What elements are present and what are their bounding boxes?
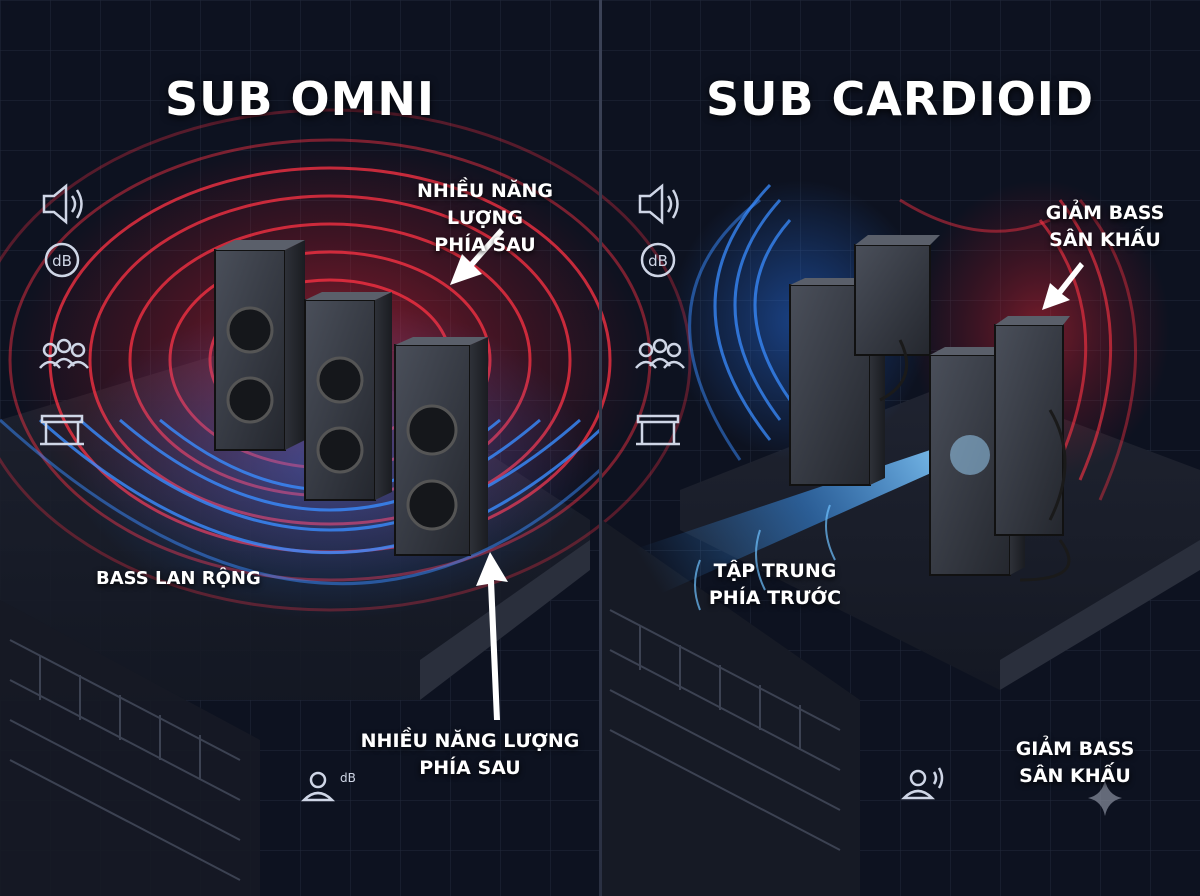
omni-stage-edge bbox=[420, 540, 590, 700]
omni-speaker-stack-1 bbox=[214, 240, 305, 451]
omni-arrow-top bbox=[450, 228, 504, 285]
db-icon: dB bbox=[44, 242, 80, 278]
omni-label-back-bottom-line1: NHIỀU NĂNG LƯỢNG bbox=[360, 730, 580, 752]
omni-speaker-stack-2 bbox=[304, 292, 392, 501]
cardioid-title: SUB CARDIOID bbox=[705, 72, 1095, 126]
panel-divider bbox=[599, 0, 602, 896]
stage-icon-right bbox=[636, 414, 680, 446]
omni-arrow-bottom bbox=[476, 552, 508, 720]
omni-label-spread: BASS LAN RỘNG bbox=[96, 568, 261, 589]
cardioid-audience-seats bbox=[609, 609, 841, 851]
cardioid-panel: dB bbox=[602, 180, 1200, 896]
cardioid-label-reduce-bottom: GIẢM BASS SÂN KHẤU bbox=[1010, 736, 1140, 790]
omni-label-back-bottom-line2: PHÍA SAU bbox=[419, 757, 521, 779]
speaker-icon bbox=[42, 183, 83, 225]
omni-label-back-bottom: NHIỀU NĂNG LƯỢNG PHÍA SAU bbox=[360, 728, 580, 782]
cardioid-speaker-stack-2 bbox=[854, 235, 940, 356]
cardioid-label-reduce-bottom-line2: SÂN KHẤU bbox=[1019, 765, 1131, 787]
cardioid-label-focus-line2: PHÍA TRƯỚC bbox=[708, 587, 842, 609]
cardioid-blue-waves bbox=[688, 183, 792, 461]
omni-label-back-top-line1: NHIỀU NĂNG LƯỢNG bbox=[417, 180, 553, 229]
stage-icon bbox=[40, 414, 84, 446]
audience-icon bbox=[39, 338, 89, 369]
omni-audience-seats bbox=[9, 639, 241, 881]
omni-label-back-top: NHIỀU NĂNG LƯỢNG PHÍA SAU bbox=[385, 178, 585, 259]
listener-db-text: dB bbox=[340, 771, 356, 785]
cardioid-label-reduce-bottom-line1: GIẢM BASS bbox=[1015, 738, 1135, 760]
cardioid-red-waves bbox=[899, 198, 1137, 501]
omni-speaker-stack-3 bbox=[394, 337, 488, 556]
audience-icon-right bbox=[635, 338, 685, 369]
omni-panel: dB dB bbox=[0, 108, 692, 896]
db-icon-right-text: dB bbox=[648, 252, 668, 270]
cardioid-label-focus-line1: TẬP TRUNG bbox=[713, 560, 837, 582]
cardioid-label-reduce-top-line1: GIẢM BASS bbox=[1045, 202, 1165, 224]
db-icon-text: dB bbox=[52, 252, 72, 270]
db-icon-right: dB bbox=[640, 242, 676, 278]
listener-db-icon bbox=[300, 771, 336, 802]
listener-sound-icon bbox=[900, 767, 944, 800]
omni-title: SUB OMNI bbox=[164, 72, 436, 126]
cardioid-arrow-top bbox=[1042, 262, 1084, 310]
cardioid-label-focus: TẬP TRUNG PHÍA TRƯỚC bbox=[700, 558, 850, 612]
omni-label-back-top-line2: PHÍA SAU bbox=[434, 234, 536, 256]
cardioid-speaker-stack-4 bbox=[994, 316, 1070, 536]
cardioid-label-reduce-top-line2: SÂN KHẤU bbox=[1049, 229, 1161, 251]
speaker-icon-right bbox=[638, 183, 679, 225]
cardioid-label-reduce-top: GIẢM BASS SÂN KHẤU bbox=[1040, 200, 1170, 254]
sparkle-icon bbox=[1088, 780, 1122, 816]
